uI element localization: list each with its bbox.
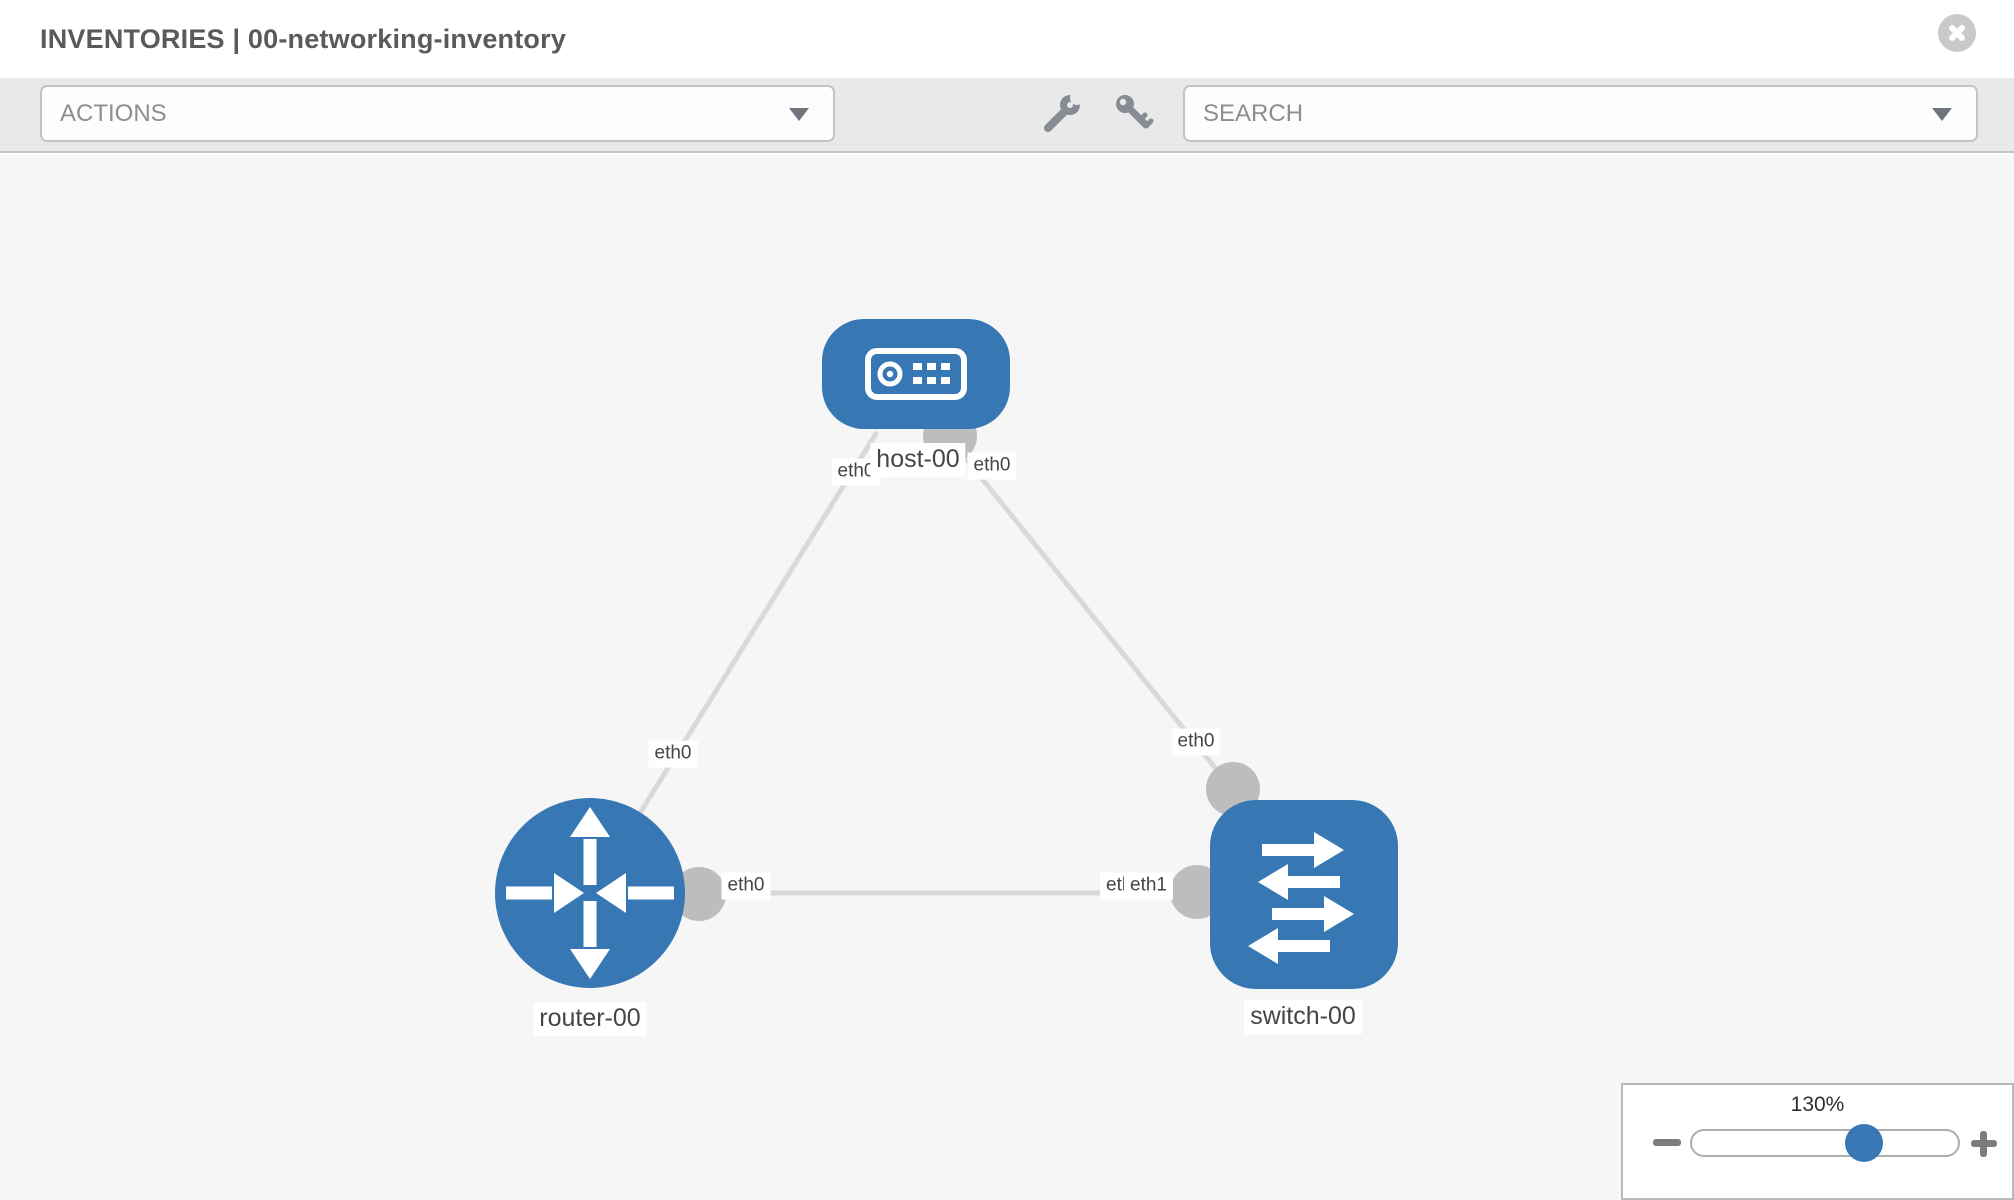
topology-canvas[interactable]: host-00 router-00 switch-00 eth0 eth0 et… bbox=[0, 155, 2014, 1200]
switch-icon bbox=[1248, 832, 1354, 964]
router-icon bbox=[506, 807, 674, 979]
node-host-00[interactable] bbox=[822, 319, 1010, 429]
close-icon[interactable] bbox=[1938, 14, 1976, 52]
node-switch-00[interactable] bbox=[1210, 800, 1398, 989]
connector-router-right bbox=[672, 867, 726, 921]
actions-dropdown-label: ACTIONS bbox=[60, 100, 167, 127]
chevron-down-icon bbox=[1932, 108, 1952, 121]
host-icon bbox=[865, 348, 967, 400]
interface-label: eth1 bbox=[1124, 872, 1173, 900]
search-dropdown[interactable]: SEARCH bbox=[1183, 85, 1978, 142]
header: INVENTORIES | 00-networking-inventory bbox=[0, 0, 2014, 78]
link-host-router[interactable] bbox=[619, 430, 880, 844]
key-icon[interactable] bbox=[1112, 92, 1156, 136]
interface-label: eth0 bbox=[721, 872, 771, 900]
node-router-00[interactable] bbox=[495, 798, 685, 988]
node-label-router: router-00 bbox=[533, 1002, 647, 1036]
chevron-down-icon bbox=[789, 108, 809, 121]
search-dropdown-label: SEARCH bbox=[1203, 100, 1304, 127]
topology-graph bbox=[495, 319, 1398, 989]
interface-label: eth0 bbox=[648, 740, 698, 768]
actions-dropdown[interactable]: ACTIONS bbox=[40, 85, 835, 142]
toolbar: ACTIONS SEARCH bbox=[0, 78, 2014, 153]
node-label-host: host-00 bbox=[870, 443, 966, 477]
zoom-in-icon[interactable] bbox=[1970, 1129, 1998, 1157]
node-label-switch: switch-00 bbox=[1244, 1000, 1362, 1034]
zoom-level-value: 130% bbox=[1790, 1093, 1845, 1116]
wrench-icon[interactable] bbox=[1040, 92, 1084, 136]
zoom-slider-thumb[interactable] bbox=[1845, 1124, 1883, 1162]
zoom-out-icon[interactable] bbox=[1653, 1139, 1681, 1146]
interface-label: eth0 bbox=[1171, 728, 1221, 756]
interface-label: eth0 bbox=[967, 452, 1017, 480]
page-title: INVENTORIES | 00-networking-inventory bbox=[40, 24, 567, 54]
zoom-slider-track[interactable] bbox=[1690, 1129, 1960, 1157]
zoom-control-panel: 130% bbox=[1621, 1083, 2014, 1200]
